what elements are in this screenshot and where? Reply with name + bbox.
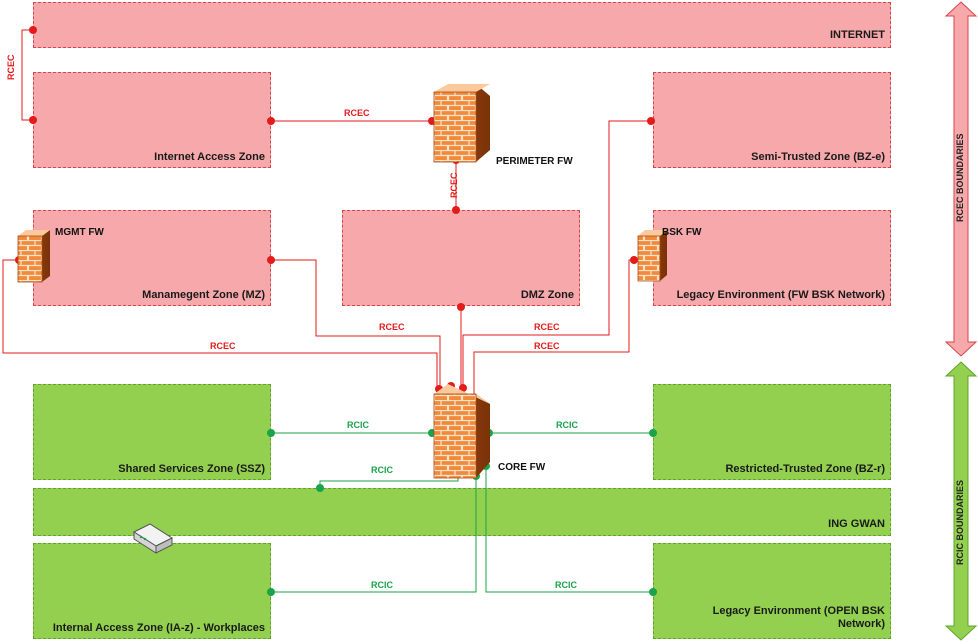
rcic-label-ing-gwan: RCIC bbox=[371, 465, 393, 475]
zone-dmz-label: DMZ Zone bbox=[520, 289, 574, 301]
zone-internal-access: Internal Access Zone (IA-z) - Workplaces bbox=[33, 543, 271, 639]
zone-shared-services: Shared Services Zone (SSZ) bbox=[33, 384, 271, 480]
perimeter-fw-label: PERIMETER FW bbox=[496, 156, 573, 167]
core-firewall-icon bbox=[433, 384, 490, 479]
rcec-label-management: RCEC bbox=[379, 322, 405, 332]
zone-management-label: Manamegent Zone (MZ) bbox=[142, 289, 265, 301]
core-fw-label: CORE FW bbox=[498, 462, 546, 473]
rcec-label-perimeter-dmz: RCEC bbox=[449, 172, 459, 198]
zone-internal-access-label: Internal Access Zone (IA-z) - Workplaces bbox=[52, 622, 265, 634]
zone-restricted-trusted-label: Restricted-Trusted Zone (BZ-r) bbox=[725, 463, 885, 475]
router-icon bbox=[132, 523, 174, 554]
rcic-label-legacy-open-bsk: RCIC bbox=[555, 580, 577, 590]
zone-ing-gwan: ING GWAN bbox=[33, 488, 891, 536]
mgmt-fw-label: MGMT FW bbox=[55, 227, 104, 238]
zone-restricted-trusted: Restricted-Trusted Zone (BZ-r) bbox=[653, 384, 891, 480]
zone-legacy-open-bsk-label: Legacy Environment (OPEN BSK Network) bbox=[712, 605, 885, 630]
rcec-boundaries-label: RCEC BOUNDARIES bbox=[955, 133, 965, 222]
bsk-firewall-icon bbox=[637, 230, 667, 282]
zone-shared-services-label: Shared Services Zone (SSZ) bbox=[118, 463, 265, 475]
zone-legacy-fw-bsk-label: Legacy Environment (FW BSK Network) bbox=[676, 289, 885, 301]
rcic-label-restricted-trusted: RCIC bbox=[556, 420, 578, 430]
rcec-links bbox=[2, 29, 651, 399]
perimeter-firewall-icon bbox=[433, 84, 490, 163]
rcic-boundaries-label: RCIC BOUNDARIES bbox=[955, 479, 965, 565]
zone-semi-trusted: Semi-Trusted Zone (BZ-e) bbox=[653, 72, 891, 168]
rcic-label-shared-services: RCIC bbox=[347, 420, 369, 430]
zone-internet-access-label: Internet Access Zone bbox=[154, 151, 265, 163]
rcec-boundary-arrow-icon bbox=[944, 1, 978, 357]
rcic-boundary-arrow-icon bbox=[944, 361, 978, 641]
rcec-label-internet-access: RCEC bbox=[344, 108, 370, 118]
zone-semi-trusted-label: Semi-Trusted Zone (BZ-e) bbox=[751, 151, 885, 163]
rcec-label-bsk-fw: RCEC bbox=[534, 341, 560, 351]
rcec-label-mgmt-fw: RCEC bbox=[210, 341, 236, 351]
bsk-fw-label: BSK FW bbox=[662, 227, 702, 238]
zone-ing-gwan-label: ING GWAN bbox=[828, 518, 885, 530]
rcic-label-internal-access: RCIC bbox=[371, 580, 393, 590]
zone-legacy-open-bsk: Legacy Environment (OPEN BSK Network) bbox=[653, 543, 891, 639]
zone-dmz: DMZ Zone bbox=[342, 210, 580, 306]
rcec-label-semi-trusted: RCEC bbox=[534, 322, 560, 332]
zone-internet-label: INTERNET bbox=[830, 29, 885, 41]
zone-internet: INTERNET bbox=[33, 2, 891, 48]
zone-legacy-fw-bsk: Legacy Environment (FW BSK Network) bbox=[653, 210, 891, 306]
rcec-label-internet-loop: RCEC bbox=[6, 54, 16, 80]
mgmt-firewall-icon bbox=[17, 230, 50, 283]
zone-management: Manamegent Zone (MZ) bbox=[33, 210, 271, 306]
